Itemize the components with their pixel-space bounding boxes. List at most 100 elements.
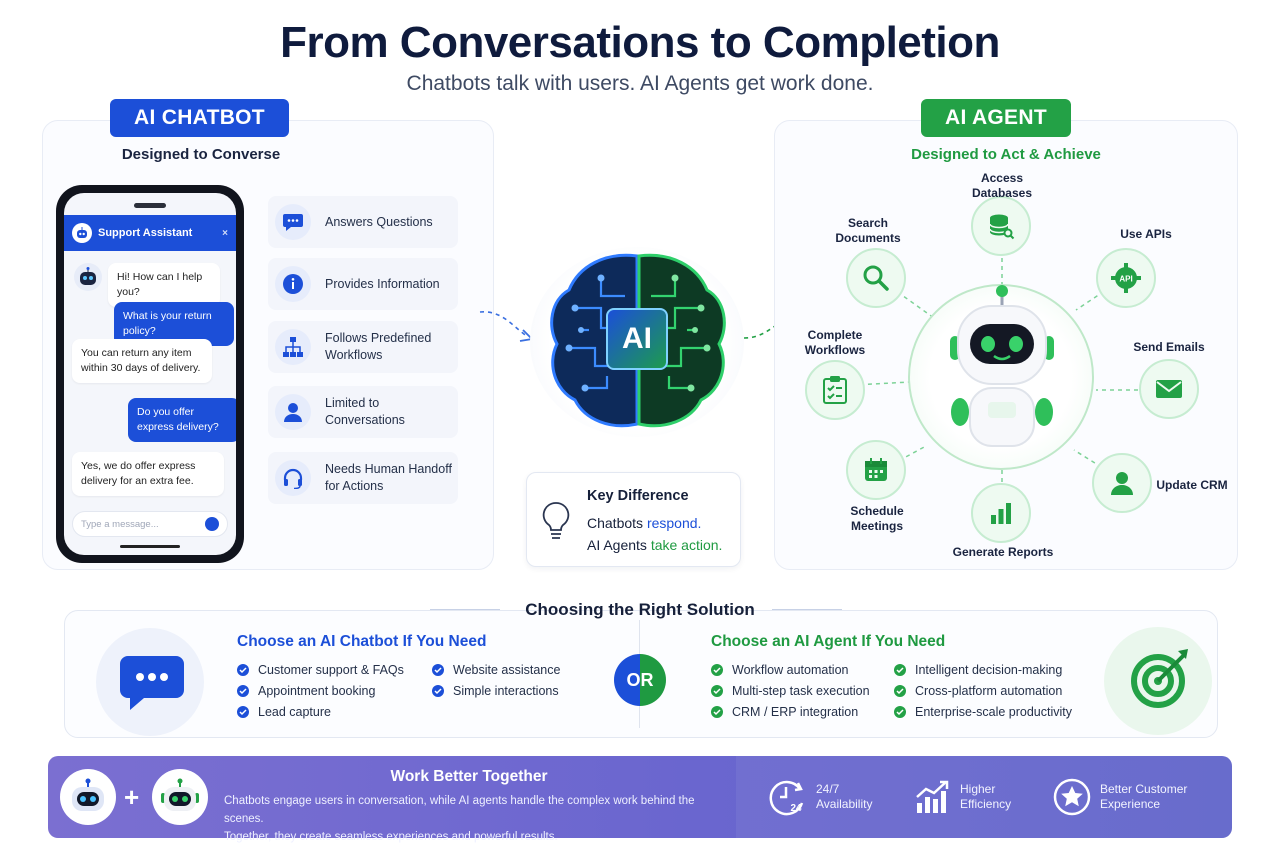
phone-screen: Support Assistant × Hi! How can I help y… [64,193,236,555]
chatbot-feature: Limited to Conversations [268,386,458,438]
list-item: Cross-platform automation [894,684,1062,698]
key-line-chatbots: Chatbots respond. [587,515,702,531]
check-icon [432,664,444,676]
checklist-icon [805,360,865,420]
footer-title: Work Better Together [390,768,548,785]
list-item: Multi-step task execution [711,684,870,698]
check-icon [711,685,723,697]
chat-message-user: What is your return policy? [114,302,234,346]
api-gear-icon: API [1096,248,1156,308]
node-label: Access Databases [971,171,1033,200]
chat-bubble-icon [120,656,184,710]
database-icon [971,196,1031,256]
list-item: Workflow automation [711,663,849,677]
chatbot-subtitle: Designed to Converse [121,146,281,163]
chat-message-bot: Yes, we do offer express delivery for an… [72,452,224,496]
bot-avatar [74,263,102,291]
chatbot-badge: AI CHATBOT [110,99,289,137]
agent-choice-heading: Choose an AI Agent If You Need [711,633,946,650]
flowchart-icon [275,329,311,365]
list-item: Enterprise-scale productivity [894,705,1072,719]
user-crm-icon [1092,453,1152,513]
node-label: Send Emails [1133,340,1205,354]
chat-message-user: Do you offer express delivery? [128,398,236,442]
check-icon [237,685,249,697]
key-difference-card: Key Difference Chatbots respond. AI Agen… [526,472,741,567]
check-icon [711,664,723,676]
check-icon [237,664,249,676]
robot-agent-icon [950,285,1054,447]
node-label: Schedule Meetings [850,504,904,533]
node-label: Update CRM [1156,478,1228,492]
feature-label: Answers Questions [325,214,433,229]
list-item: Simple interactions [432,684,559,698]
home-indicator [120,545,180,548]
support-bot-icon [72,223,92,243]
check-icon [894,706,906,718]
list-item: CRM / ERP integration [711,705,858,719]
page-subtitle: Chatbots talk with users. AI Agents get … [406,72,874,95]
check-icon [711,706,723,718]
footer-banner [48,756,1232,838]
send-icon[interactable] [205,517,219,531]
chat-bubble-icon [275,204,311,240]
chatbot-feature: Needs Human Handoff for Actions [268,452,458,504]
feature-label: Follows Predefined Workflows [325,331,432,362]
chatbot-feature: Follows Predefined Workflows [268,321,458,373]
ai-chip: AI [606,308,668,370]
node-label: Search Documents [835,216,901,245]
feature-label: Needs Human Handoff for Actions [325,462,452,493]
node-label: Generate Reports [952,545,1054,559]
chatbot-avatar [60,769,116,825]
list-item: Appointment booking [237,684,375,698]
list-item: Intelligent decision-making [894,663,1062,677]
footer-stats-area [736,756,1232,838]
list-item: Website assistance [432,663,560,677]
feature-label: Limited to Conversations [325,396,405,427]
chatbot-choice-heading: Choose an AI Chatbot If You Need [237,633,487,650]
brain-icon [550,253,726,428]
headset-icon [275,460,311,496]
calendar-icon [846,440,906,500]
svg-text:API: API [1119,275,1132,284]
agent-badge: AI AGENT [921,99,1071,137]
node-label: Complete Workflows [804,328,866,357]
envelope-icon [1139,359,1199,419]
star-badge-icon [1052,777,1092,817]
message-input-placeholder: Type a message... [81,518,159,530]
clock-24-icon: 24 [768,777,808,817]
check-icon [432,685,444,697]
phone-notch [134,203,166,208]
arrow-to-brain [479,311,534,342]
chat-header: Support Assistant × [64,215,236,251]
key-difference-title: Key Difference [587,488,689,504]
footer-text: Chatbots engage users in conversation, w… [224,795,695,843]
chatbot-feature: Answers Questions [268,196,458,248]
clock-24-label: 24 [790,803,802,814]
target-icon [1131,649,1188,708]
list-item: Customer support & FAQs [237,663,404,677]
page-title: From Conversations to Completion [280,18,1000,67]
message-input[interactable]: Type a message... [72,511,228,537]
close-icon[interactable]: × [222,227,228,239]
feature-label: Provides Information [325,276,440,291]
or-badge: OR [614,654,666,706]
divider-line [772,609,842,610]
growth-chart-icon [912,777,952,817]
lightbulb-icon [542,502,570,539]
choosing-title: Choosing the Right Solution [525,600,755,619]
search-icon [846,248,906,308]
bar-chart-icon [971,483,1031,543]
chat-message-bot: You can return any item within 30 days o… [72,339,212,383]
node-label: Use APIs [1120,227,1172,241]
check-icon [894,685,906,697]
check-icon [894,664,906,676]
info-icon [275,266,311,302]
agent-subtitle: Designed to Act & Achieve [911,146,1101,163]
phone-mockup: Support Assistant × Hi! How can I help y… [56,185,244,563]
person-icon [275,394,311,430]
chat-message-bot: Hi! How can I help you? [108,263,220,307]
